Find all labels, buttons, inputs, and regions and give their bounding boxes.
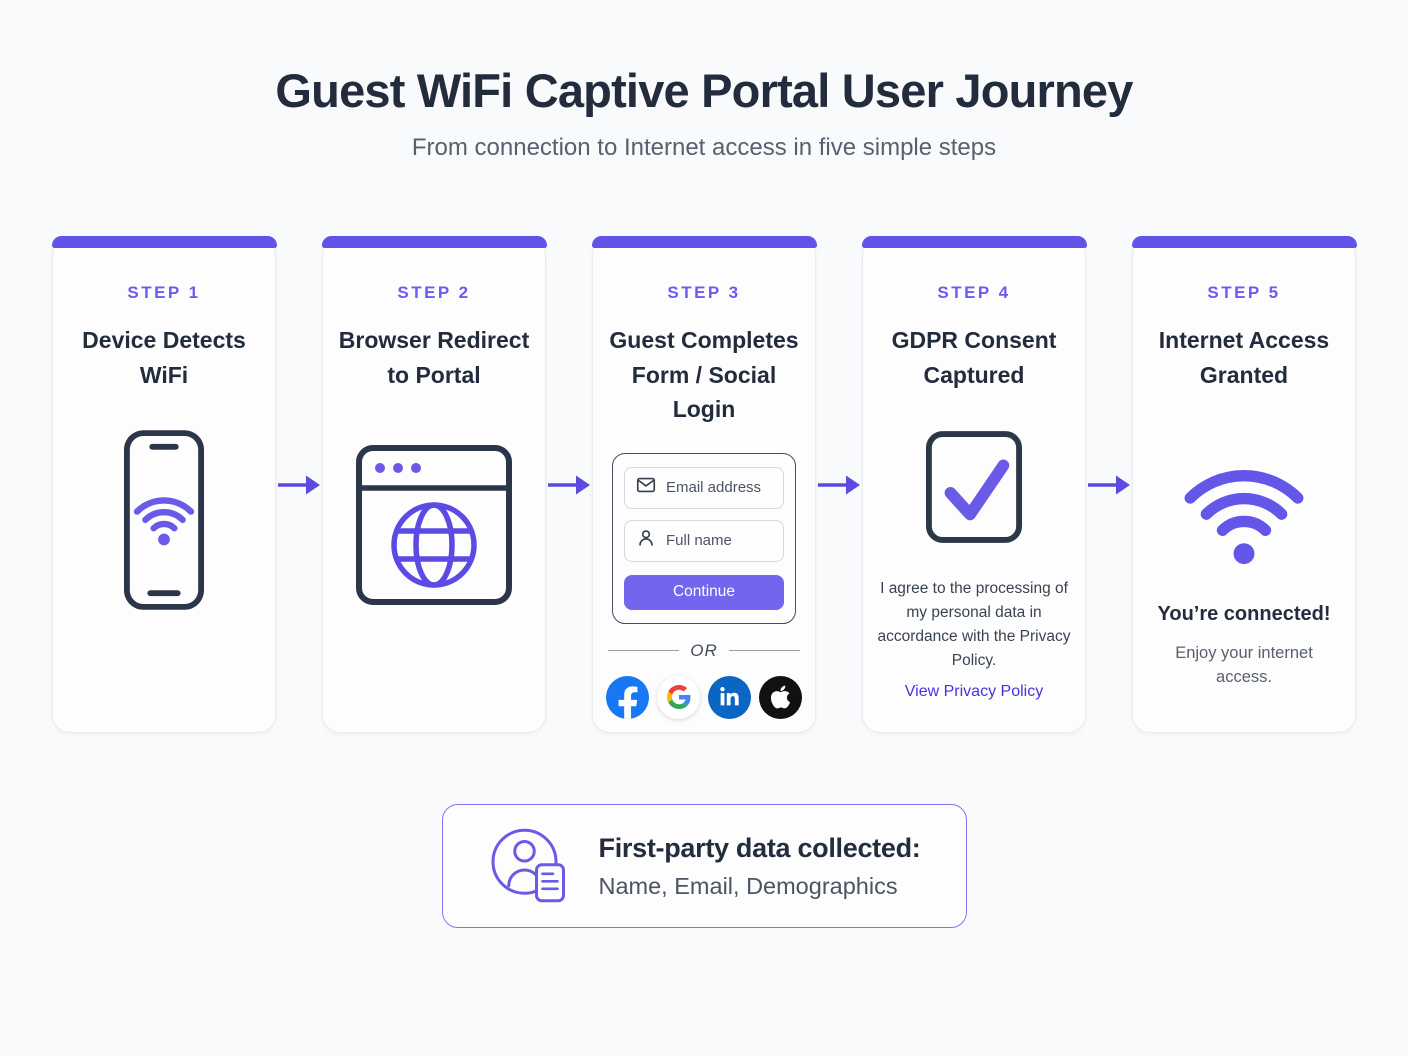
page-subtitle: From connection to Internet access in fi… (411, 134, 997, 162)
continue-button[interactable]: Continue (624, 574, 784, 610)
step-1-card: STEP 1 Device Detects WiFi (51, 235, 277, 734)
data-collected-text: First-party data collected: Name, Email,… (599, 833, 921, 900)
step-4-title: GDPR Consent Captured (891, 327, 1057, 388)
step-1-label: STEP 1 (127, 283, 201, 303)
consent-text: I agree to the processing of my personal… (877, 580, 1071, 670)
card-accent-bar (1131, 235, 1357, 248)
google-icon[interactable] (657, 675, 700, 719)
card-accent-bar (51, 235, 277, 248)
step-5-title: Internet Access Granted (1158, 327, 1330, 388)
connected-status: You’re connected! (1157, 603, 1331, 626)
linkedin-icon[interactable] (708, 675, 751, 719)
envelope-icon (635, 474, 657, 501)
data-collected-detail: Name, Email, Demographics (598, 872, 898, 899)
divider-line (608, 649, 680, 652)
journey-flow: STEP 1 Device Detects WiFi STEP 2 Browse… (0, 235, 1408, 734)
card-accent-bar (321, 235, 547, 248)
flow-arrow (276, 474, 322, 496)
privacy-policy-link[interactable]: View Privacy Policy (904, 683, 1044, 701)
page-title: Guest WiFi Captive Portal User Journey (275, 64, 1133, 117)
phone-wifi-icon (123, 428, 205, 617)
step-2-label: STEP 2 (397, 283, 471, 303)
or-label: OR (690, 640, 718, 660)
data-collected-box: First-party data collected: Name, Email,… (441, 804, 967, 929)
facebook-icon[interactable] (606, 675, 649, 719)
name-placeholder: Full name (666, 532, 732, 550)
email-field[interactable]: Email address (624, 466, 784, 509)
email-placeholder: Email address (666, 479, 762, 497)
flow-arrow (1086, 474, 1132, 496)
divider-line (728, 649, 800, 652)
step-4-label: STEP 4 (937, 283, 1011, 303)
step-4-card: STEP 4 GDPR Consent Captured I agree to … (861, 235, 1087, 734)
step-2-title: Browser Redirect to Portal (338, 327, 530, 388)
step-2-card: STEP 2 Browser Redirect to Portal (321, 235, 547, 734)
data-collected-heading: First-party data collected: (598, 832, 921, 863)
apple-icon[interactable] (759, 675, 802, 719)
social-login-row (606, 675, 802, 719)
flow-arrow (546, 474, 592, 496)
page-header: Guest WiFi Captive Portal User Journey F… (0, 0, 1408, 162)
step-3-card: STEP 3 Guest Completes Form / Social Log… (591, 235, 817, 734)
wifi-icon (1168, 448, 1320, 575)
connected-note: Enjoy your internet access. (1175, 644, 1313, 686)
step-3-title: Guest Completes Form / Social Login (609, 327, 799, 423)
card-accent-bar (861, 235, 1087, 248)
checkbox-check-icon (925, 430, 1023, 549)
step-3-label: STEP 3 (667, 283, 741, 303)
browser-globe-icon (355, 444, 513, 611)
or-divider: OR (608, 641, 800, 661)
step-1-title: Device Detects WiFi (82, 327, 246, 388)
step-5-card: STEP 5 Internet Access Granted You’re co… (1131, 235, 1357, 734)
person-icon (635, 527, 657, 554)
flow-arrow (816, 474, 862, 496)
portal-signup-form: Email address Full name Continue (612, 452, 796, 624)
user-document-icon (487, 822, 571, 911)
full-name-field[interactable]: Full name (624, 519, 784, 562)
step-5-label: STEP 5 (1207, 283, 1281, 303)
card-accent-bar (591, 235, 817, 248)
